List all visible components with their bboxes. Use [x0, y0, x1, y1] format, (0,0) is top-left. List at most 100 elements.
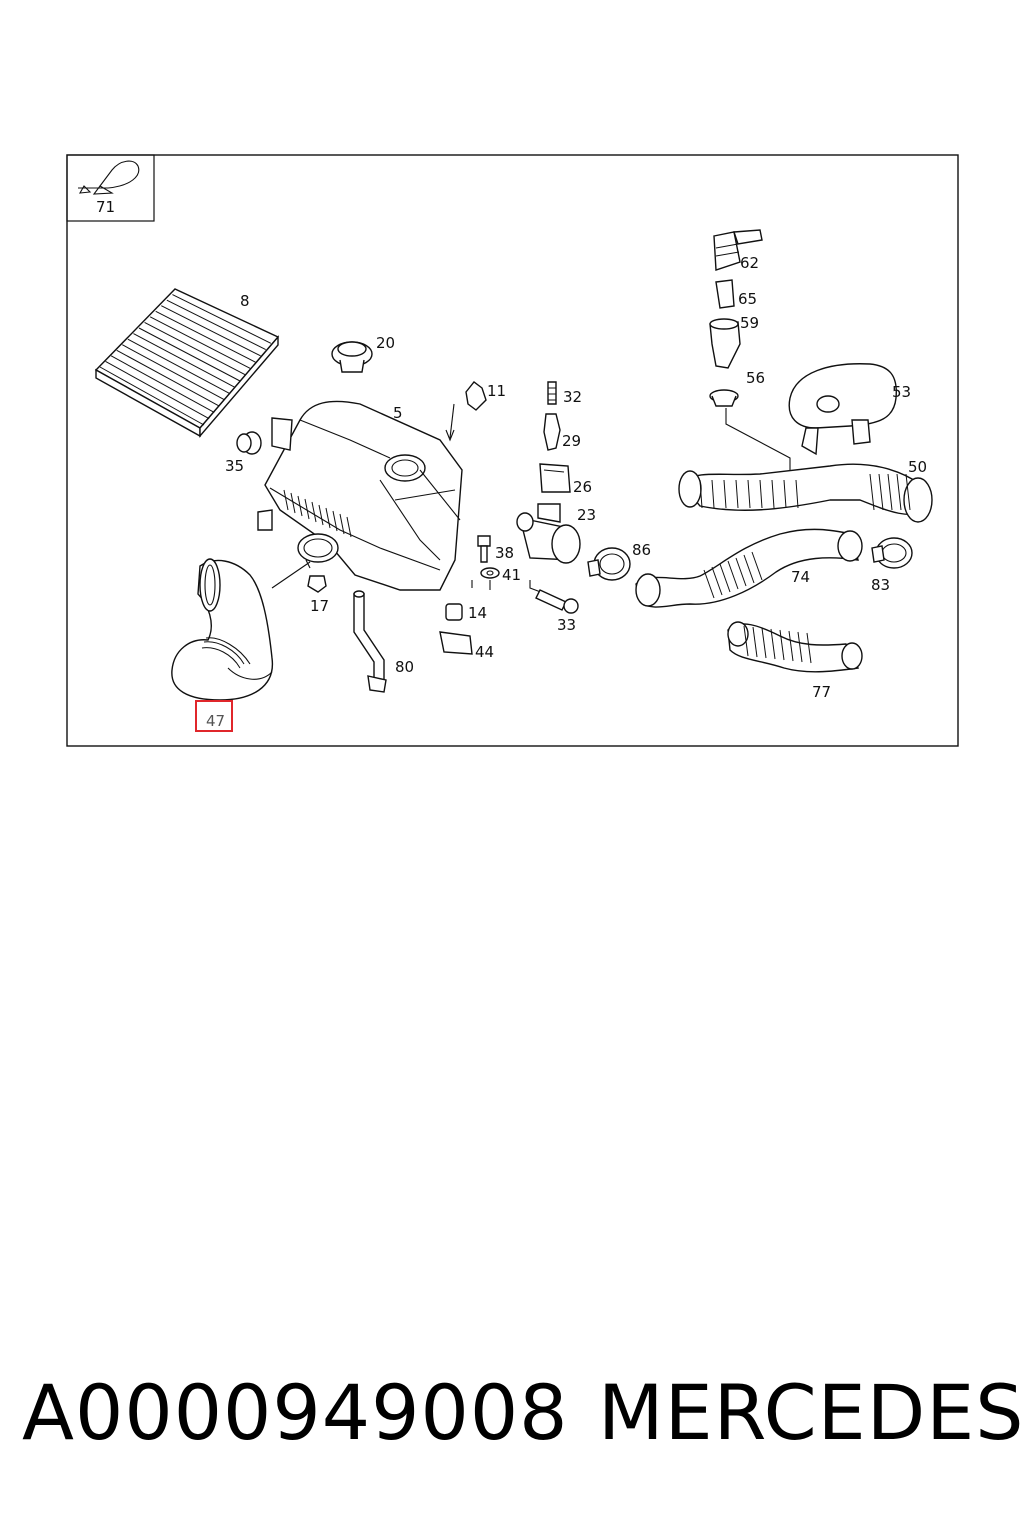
callout-41: 41 — [502, 566, 521, 584]
callout-33: 33 — [557, 616, 576, 634]
hose-clamp-part-86 — [587, 547, 631, 581]
resonator-part — [788, 363, 897, 456]
hose-rib — [806, 632, 812, 664]
inset-box — [66, 154, 155, 222]
hose-rib — [788, 630, 794, 662]
callout-38: 38 — [495, 544, 514, 562]
pipe-rib — [735, 479, 739, 509]
filter-pleat — [105, 360, 210, 420]
pipe-rib — [747, 479, 751, 509]
callout-65: 65 — [738, 290, 757, 308]
pipe-rib — [869, 473, 875, 511]
pipe-rib — [783, 479, 787, 509]
air-filter-part — [94, 288, 280, 438]
hose-part-77 — [727, 621, 863, 673]
cable-tie-part — [78, 160, 140, 195]
callout-86: 86 — [632, 541, 651, 559]
pipe-rib — [723, 479, 727, 509]
air-mass-sensor-part — [516, 503, 581, 564]
connector-part-29 — [543, 413, 561, 451]
pipe-rib — [887, 473, 893, 511]
hose-part-74 — [635, 528, 863, 608]
housing-rib — [297, 495, 303, 517]
filter-pleat — [127, 338, 230, 395]
pipe-rib — [795, 479, 799, 509]
callout-80: 80 — [395, 658, 414, 676]
filter-pleat — [116, 349, 220, 407]
hose-clamp-part-83 — [871, 537, 913, 569]
hose-rib — [735, 557, 747, 587]
pipe-rib — [711, 479, 715, 509]
hose-rib — [761, 627, 767, 659]
pin-part — [547, 381, 557, 405]
callout-47: 47 — [206, 712, 225, 730]
callout-5: 5 — [393, 404, 403, 422]
callout-59: 59 — [740, 314, 759, 332]
callout-8: 8 — [240, 292, 250, 310]
housing-rib — [311, 501, 317, 523]
hose-rib — [797, 631, 803, 663]
valve-part — [331, 341, 373, 373]
housing-rib — [346, 516, 352, 538]
pipe-rib — [759, 479, 763, 509]
filter-pleat — [172, 294, 272, 344]
callout-29: 29 — [562, 432, 581, 450]
rubber-mount-part — [445, 603, 463, 621]
grommet-part-56 — [709, 389, 739, 407]
intake-duct-part — [171, 558, 311, 701]
grommet-part — [236, 431, 262, 455]
hose-rib — [743, 554, 755, 584]
leader-41 — [471, 580, 491, 590]
connector-part-62 — [713, 229, 763, 271]
callout-23: 23 — [577, 506, 596, 524]
hose-rib — [727, 560, 739, 590]
hose-part-80 — [353, 590, 387, 693]
nut-part — [305, 559, 327, 593]
callout-50: 50 — [908, 458, 927, 476]
housing-rib — [290, 492, 296, 514]
pipe-rib — [771, 479, 775, 509]
leader-56 — [725, 408, 791, 470]
hose-rib — [703, 569, 715, 599]
callout-71: 71 — [96, 198, 115, 216]
callout-26: 26 — [573, 478, 592, 496]
filter-pleat — [166, 299, 266, 351]
highlight-box-47 — [195, 700, 233, 732]
callout-11: 11 — [487, 382, 506, 400]
washer-part — [480, 567, 500, 579]
callout-14: 14 — [468, 604, 487, 622]
callout-17: 17 — [310, 597, 329, 615]
filter-pleat — [138, 327, 241, 382]
callout-74: 74 — [791, 568, 810, 586]
callout-62: 62 — [740, 254, 759, 272]
air-filter-housing-part — [257, 400, 463, 591]
callout-20: 20 — [376, 334, 395, 352]
filter-pleat — [110, 355, 215, 413]
callout-44: 44 — [475, 643, 494, 661]
callout-35: 35 — [225, 457, 244, 475]
screw-part — [529, 580, 579, 614]
filter-pleat — [149, 316, 251, 369]
filter-pleat — [144, 321, 246, 376]
filter-pleat — [99, 366, 205, 426]
callout-56: 56 — [746, 369, 765, 387]
brand-name: MERCEDES — [598, 1368, 1024, 1457]
filter-pleat — [122, 344, 225, 401]
housing-rib — [325, 507, 331, 529]
callout-83: 83 — [871, 576, 890, 594]
callout-32: 32 — [563, 388, 582, 406]
filter-pleat — [161, 305, 261, 357]
housing-rib — [332, 510, 338, 532]
bolt-part-38 — [477, 535, 491, 563]
footer: A0000949008 MERCEDES — [0, 1368, 1024, 1468]
hose-rib — [752, 626, 758, 658]
pipe-rib — [896, 473, 902, 511]
pipe-rib — [699, 479, 703, 509]
filter-pleat — [155, 310, 256, 363]
hose-rib — [751, 551, 763, 581]
hose-rib — [711, 566, 723, 596]
hose-rib — [719, 563, 731, 593]
pipe-rib — [905, 473, 911, 511]
sensor-part-59 — [709, 318, 741, 369]
